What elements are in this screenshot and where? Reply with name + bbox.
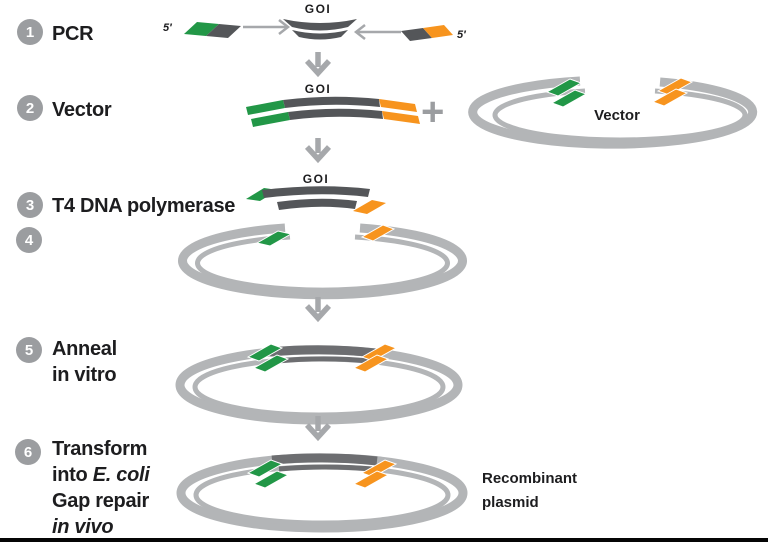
goi-label-3: GOI (302, 172, 330, 186)
five-prime-label-reverse: 5′ (457, 29, 466, 41)
annealed-plasmid (175, 343, 463, 425)
step-6-badge: 6 (15, 439, 41, 465)
bottom-border (0, 538, 768, 542)
step-5-label: Anneal in vitro (52, 336, 117, 388)
arrow-down-3 (304, 297, 332, 323)
step-5-line2: in vitro (52, 364, 117, 386)
plus-sign: + (421, 90, 445, 134)
vector-plasmid (468, 76, 758, 149)
recombinant-plasmid (176, 453, 468, 533)
step-2-badge: 2 (17, 95, 43, 121)
goi-pcr-fragment (283, 19, 357, 40)
arrow-left-icon (353, 24, 401, 40)
goi-label-1: GOI (304, 2, 332, 16)
step-6-line3: Gap repair (52, 490, 150, 512)
gapped-vector (178, 223, 467, 300)
step-5-line1: Anneal (52, 338, 117, 360)
goi-label-2: GOI (304, 82, 332, 96)
step-1-badge: 1 (17, 19, 43, 45)
step-4-badge: 4 (16, 227, 42, 253)
step-6-line2: into E. coli (52, 464, 150, 486)
step-1-label: PCR (52, 23, 94, 45)
arrow-down-1 (304, 52, 332, 78)
step-2-label: Vector (52, 99, 112, 121)
vector-label: Vector (594, 107, 640, 124)
forward-primer (184, 22, 241, 38)
step-5-badge: 5 (16, 337, 42, 363)
step-6-line1: Transform (52, 438, 148, 460)
step-3-label: T4 DNA polymerase (52, 195, 236, 217)
arrow-down-2 (304, 138, 332, 164)
reverse-primer (401, 25, 453, 41)
arrow-down-4 (304, 416, 332, 442)
goi-fragment-with-ends (246, 96, 420, 127)
goi-fragment-overhangs (246, 186, 386, 214)
step-6-label: Transform into E. coli Gap repair in viv… (52, 436, 150, 540)
step-6-line4: in vivo (52, 516, 114, 538)
recombinant-plasmid-label: Recombinant plasmid (482, 470, 578, 511)
step-3-badge: 3 (17, 192, 43, 218)
five-prime-label-forward: 5′ (163, 22, 172, 34)
arrow-right-icon (243, 19, 291, 35)
